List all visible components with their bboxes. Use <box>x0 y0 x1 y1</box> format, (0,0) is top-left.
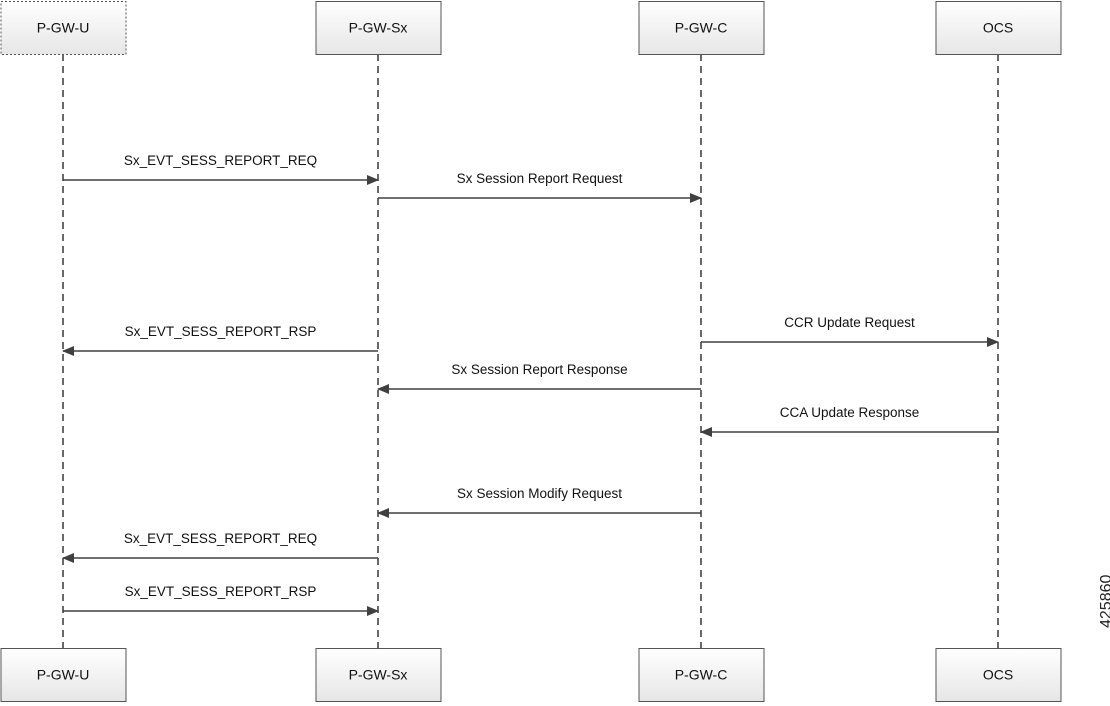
message-label: Sx_EVT_SESS_REPORT_RSP <box>125 324 317 339</box>
message-label: Sx Session Modify Request <box>457 486 622 501</box>
message-1: Sx_EVT_SESS_REPORT_REQ <box>63 153 379 185</box>
participant-top-pgwc: P-GW-C <box>638 1 765 55</box>
message-8: Sx_EVT_SESS_REPORT_REQ <box>62 531 378 563</box>
participant-box <box>935 648 1062 702</box>
message-5: Sx Session Report Response <box>377 362 701 394</box>
participant-box <box>638 648 765 702</box>
participant-box <box>638 1 765 55</box>
participant-box <box>0 1 127 55</box>
participant-label: P-GW-C <box>675 667 728 683</box>
participant-label: P-GW-Sx <box>349 667 408 683</box>
message-label: Sx_EVT_SESS_REPORT_REQ <box>124 531 317 546</box>
participant-label: OCS <box>983 667 1013 683</box>
message-label: Sx_EVT_SESS_REPORT_RSP <box>125 584 317 599</box>
participant-label: P-GW-Sx <box>349 20 408 36</box>
participant-box <box>315 1 442 55</box>
participant-label: P-GW-C <box>675 20 728 36</box>
participant-top-pgwsx: P-GW-Sx <box>315 1 442 55</box>
participant-box <box>0 648 127 702</box>
participant-top-ocs: OCS <box>935 1 1062 55</box>
message-2: Sx Session Report Request <box>378 171 702 203</box>
message-label: CCA Update Response <box>780 405 920 420</box>
message-4: CCR Update Request <box>701 315 999 347</box>
participant-label: OCS <box>983 20 1013 36</box>
message-label: CCR Update Request <box>784 315 915 330</box>
participant-box <box>315 648 442 702</box>
participant-bottom-ocs: OCS <box>935 648 1062 702</box>
participant-box <box>935 1 1062 55</box>
message-label: Sx Session Report Request <box>457 171 623 186</box>
participant-bottom-pgwsx: P-GW-Sx <box>315 648 442 702</box>
message-label: Sx Session Report Response <box>451 362 627 377</box>
message-3: Sx_EVT_SESS_REPORT_RSP <box>62 324 378 356</box>
message-7: Sx Session Modify Request <box>377 486 701 518</box>
participant-label: P-GW-U <box>37 20 90 36</box>
message-label: Sx_EVT_SESS_REPORT_REQ <box>124 153 317 168</box>
participant-top-pgwu: P-GW-U <box>0 1 127 55</box>
participant-bottom-pgwc: P-GW-C <box>638 648 765 702</box>
message-6: CCA Update Response <box>700 405 998 437</box>
figure-id: 425860 <box>1098 574 1110 628</box>
participant-label: P-GW-U <box>37 667 90 683</box>
message-9: Sx_EVT_SESS_REPORT_RSP <box>63 584 379 616</box>
participant-bottom-pgwu: P-GW-U <box>0 648 127 702</box>
